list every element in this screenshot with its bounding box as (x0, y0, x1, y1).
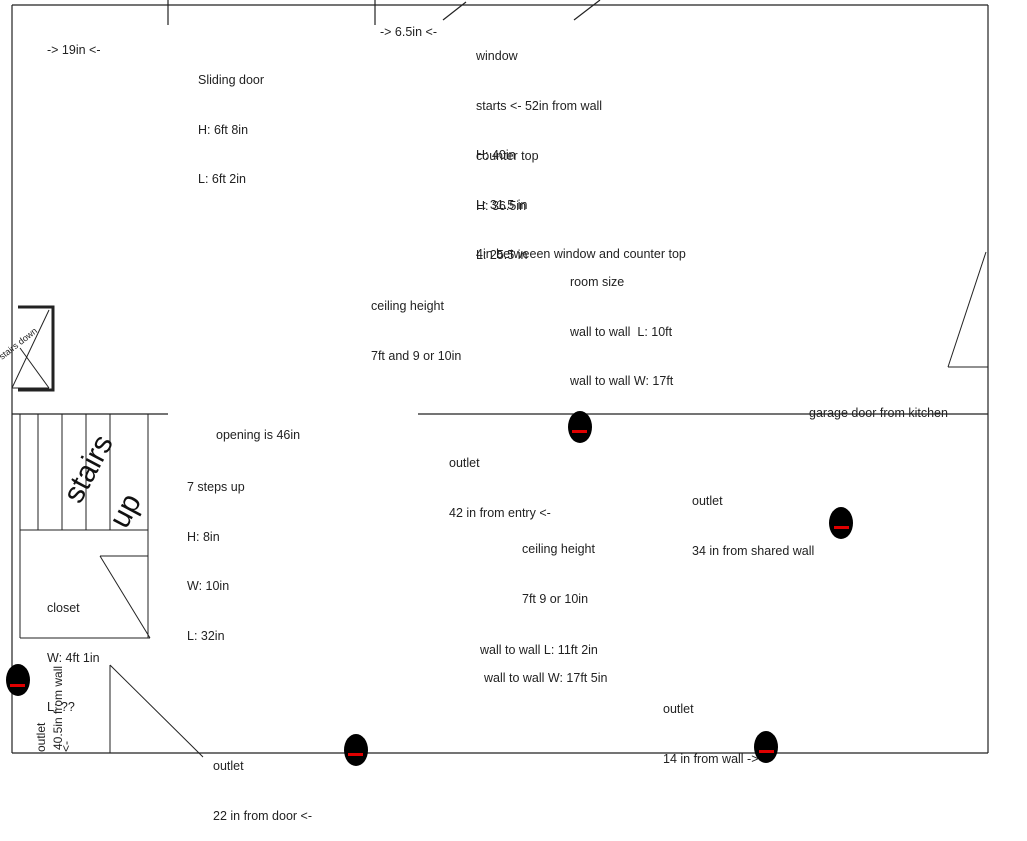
ceiling-height-lower: ceiling height 7ft 9 or 10in (522, 542, 595, 606)
outlet-icon (344, 734, 368, 766)
window-label: window starts <- 52in from wall H: 40in … (476, 49, 686, 261)
closet-label: closet W: 4ft 1in L: ?? (47, 601, 100, 714)
closet-shape (20, 555, 151, 639)
outlet-shared-wall-label: outlet 34 in from shared wall (692, 494, 815, 558)
floor-plan: stairs down stairs up outlet 40.5in from… (0, 0, 989, 766)
ceiling-height-upper: ceiling height 7ft and 9 or 10in (371, 299, 462, 363)
outlet-left-wall-line3: <- (59, 741, 73, 752)
stairs-down-symbol (11, 305, 55, 392)
outlet-icon (6, 664, 30, 696)
opening-label: opening is 46in (216, 428, 301, 442)
outlet-door-label: outlet 22 in from door <- (213, 759, 313, 823)
entry-door-swing (109, 664, 204, 758)
garage-door-swing (947, 251, 988, 368)
top-left-measure: -> 19in <- (47, 43, 101, 57)
outlet-entry-label: outlet 42 in from entry <- (449, 456, 551, 520)
steps-label: 7 steps up H: 8in W: 10in L: 32in (187, 480, 245, 643)
top-mid-measure: -> 6.5in <- (380, 25, 437, 39)
wall-to-wall-width: wall to wall W: 17ft 5in (484, 671, 608, 685)
outlet-icon (754, 731, 778, 763)
counter-top-label: counter top H: 36.5in L: 25.5 in (476, 149, 539, 262)
outlet-left-wall-line2: 40.5in from wall (51, 666, 65, 750)
outlet-icon (568, 411, 592, 443)
outlet-left-wall-line1: outlet (34, 722, 48, 752)
sliding-door-label: Sliding door H: 6ft 8in L: 6ft 2in (198, 73, 265, 186)
wall-to-wall-length: wall to wall L: 11ft 2in (480, 643, 598, 657)
walls (11, 0, 989, 754)
outlet-icon (829, 507, 853, 539)
outlet-right-wall-label: outlet 14 in from wall -> (663, 702, 759, 766)
garage-door-label: garage door from kitchen (809, 406, 948, 420)
room-size-upper: room size wall to wall L: 10ft wall to w… (570, 275, 674, 388)
stairs-up-block (19, 414, 149, 638)
